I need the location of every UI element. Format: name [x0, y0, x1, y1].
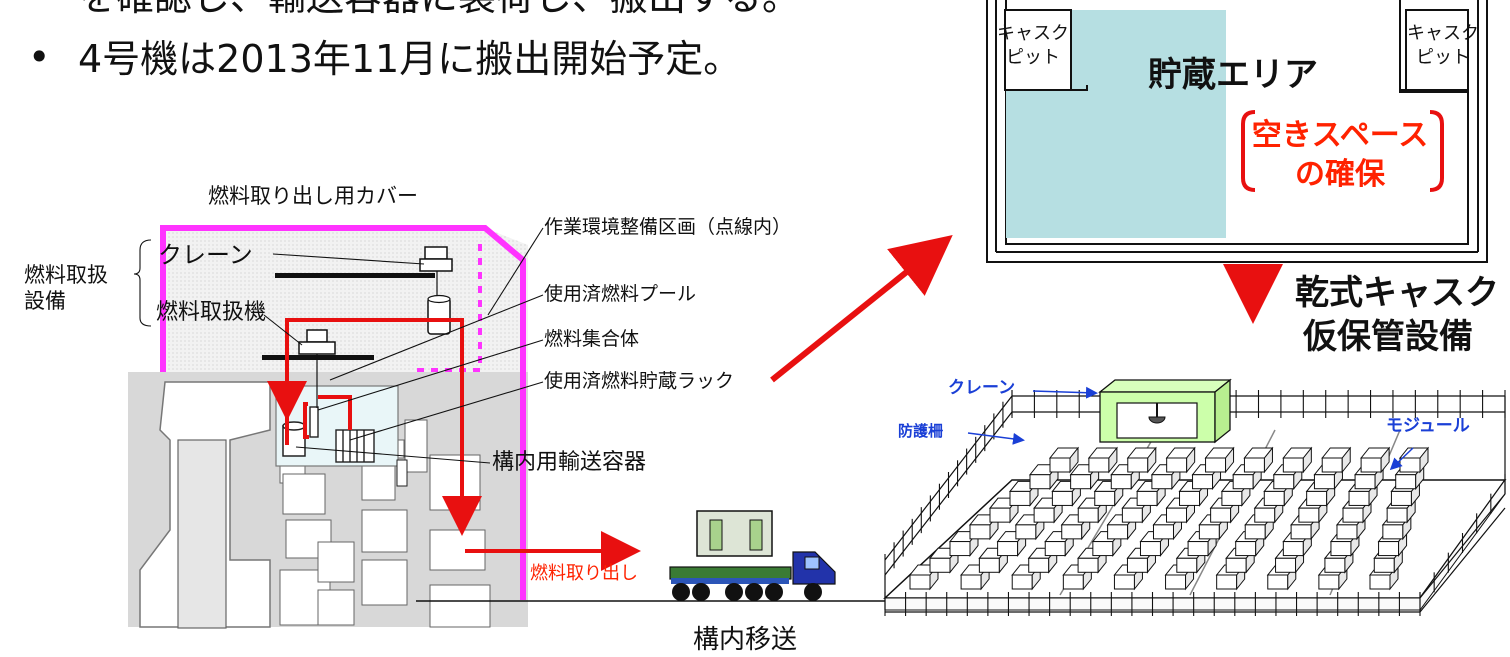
- storage-module: [1165, 446, 1196, 474]
- dry-cask-title-1: 乾式キャスク: [1295, 273, 1499, 313]
- facility-crane-label: クレーン: [948, 378, 1016, 398]
- storage-module: [1204, 446, 1235, 474]
- free-space-label: 空きスペース の確保: [1251, 118, 1429, 192]
- storage-module: [1282, 446, 1313, 474]
- storage-module: [1243, 446, 1274, 474]
- reactor-building: [128, 228, 528, 629]
- cask-pit-right-label: キャスク ピット: [1407, 23, 1479, 69]
- storage-area-plan: [986, 0, 1488, 263]
- transport-container-label: 構内用輸送容器: [492, 450, 647, 475]
- crane-structure: [262, 246, 453, 408]
- fuel-handler-label: 燃料取扱機: [156, 300, 267, 325]
- crane-label: クレーン: [158, 241, 253, 269]
- storage-modules: [908, 446, 1430, 591]
- spent-pool-label: 使用済燃料プール: [544, 283, 697, 305]
- fuel-cover-outline: [160, 225, 526, 600]
- header-line-2: 4号機は2013年11月に搬出開始予定。: [78, 37, 742, 81]
- leader-lines: [133, 227, 544, 464]
- bullet-icon: •: [28, 35, 51, 79]
- onsite-transfer-label: 構内移送: [693, 625, 798, 655]
- storage-module: [1087, 446, 1118, 474]
- storage-module: [1321, 446, 1352, 474]
- work-area-label: 作業環境整備区画（点線内）: [544, 216, 792, 238]
- fuel-assembly-label: 燃料集合体: [544, 328, 640, 350]
- gantry-crane-icon: [1098, 378, 1232, 444]
- module-label: モジュール: [1386, 416, 1470, 436]
- handling-equipment-label: 燃料取扱 設備: [24, 263, 108, 314]
- fuel-route: [267, 318, 641, 571]
- cask-pit-left-label: キャスク ピット: [997, 23, 1069, 69]
- fence-label: 防護柵: [898, 422, 944, 440]
- storage-area-title: 貯蔵エリア: [1148, 55, 1318, 95]
- fuel-removal-label: 燃料取り出し: [530, 563, 638, 584]
- work-area-dotted: [417, 238, 482, 372]
- storage-module: [1048, 446, 1080, 474]
- storage-module: [1126, 446, 1157, 474]
- header-line-clipped: を確認し、輸送容器に装荷し、搬出する。: [78, 0, 800, 16]
- transport-truck-icon: [669, 510, 836, 601]
- storage-rack-label: 使用済燃料貯蔵ラック: [544, 370, 735, 392]
- route-arrow-to-pool: [770, 234, 953, 383]
- storage-module: [1360, 446, 1391, 474]
- cover-title: 燃料取り出し用カバー: [208, 184, 418, 208]
- dry-cask-title-2: 仮保管設備: [1303, 317, 1473, 357]
- storage-module: [928, 546, 960, 574]
